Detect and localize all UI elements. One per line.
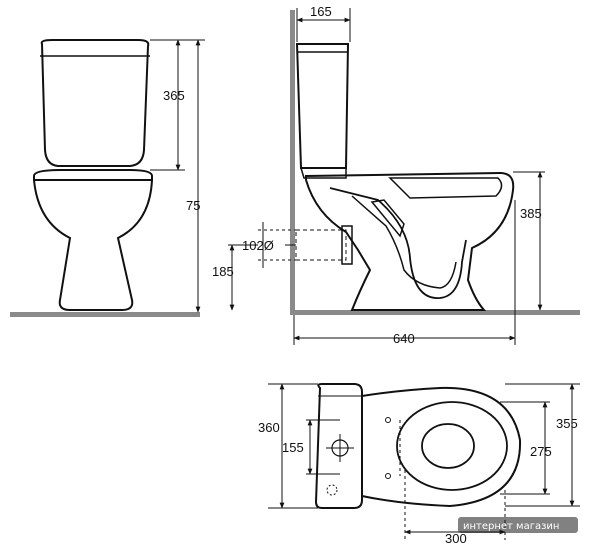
dim-seat-width: 275 xyxy=(530,444,552,459)
watermark-text: интернет магазин xyxy=(463,521,559,532)
front-bowl xyxy=(33,179,153,311)
dim-tank-width: 360 xyxy=(258,420,280,435)
front-tank xyxy=(40,39,150,167)
outlet-pipe xyxy=(295,229,347,261)
dim-inlet-height: 185 xyxy=(212,264,234,279)
plan-tank xyxy=(314,383,363,509)
dim-plan-length: 300 xyxy=(445,531,467,546)
front-view: 365 75 xyxy=(10,39,205,317)
dim-tank-height: 365 xyxy=(163,88,185,103)
watermark: интернет магазин xyxy=(458,517,578,533)
plan-view: 360 155 355 275 300 xyxy=(258,383,580,546)
side-bowl-trap xyxy=(329,187,467,299)
plan-seat-outer xyxy=(396,401,508,491)
plan-bowl xyxy=(361,386,522,508)
front-bowl-rim xyxy=(33,169,153,181)
dim-mount-spacing: 155 xyxy=(282,440,304,455)
side-bowl xyxy=(305,171,515,311)
floor-line-front xyxy=(10,312,200,317)
dim-total-length: 640 xyxy=(393,331,415,346)
dim-total-height: 75 xyxy=(186,198,200,213)
side-tank xyxy=(295,43,350,169)
dim-bowl-height: 385 xyxy=(520,206,542,221)
dim-bowl-width: 355 xyxy=(556,416,578,431)
wall-line xyxy=(290,10,295,315)
floor-line-side xyxy=(290,310,580,315)
dim-tank-depth: 165 xyxy=(310,4,332,19)
side-view: 165 102Ø 185 385 640 xyxy=(212,4,580,346)
plan-seat-inner xyxy=(421,423,475,469)
